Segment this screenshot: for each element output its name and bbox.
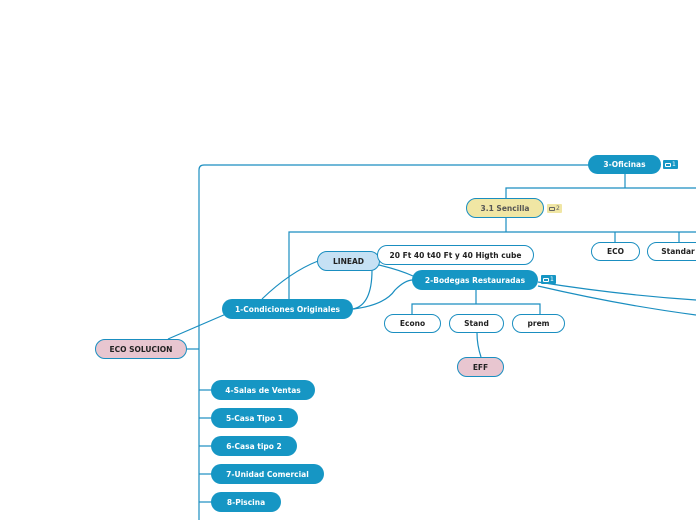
connector	[352, 269, 373, 310]
node-unidad-comercial[interactable]: 7-Unidad Comercial	[211, 464, 324, 484]
connector	[167, 313, 227, 340]
node-prem[interactable]: prem	[512, 314, 565, 333]
node-casa-tipo-1[interactable]: 5-Casa Tipo 1	[211, 408, 298, 428]
connector	[352, 279, 414, 310]
node-eco[interactable]: ECO	[591, 242, 640, 261]
comment-icon	[665, 162, 671, 167]
root-node[interactable]: ECO SOLUCION	[95, 339, 187, 359]
node-casa-tipo-2[interactable]: 6-Casa tipo 2	[211, 436, 297, 456]
node-linead[interactable]: LINEAD	[317, 251, 380, 271]
node-bodegas[interactable]: 2-Bodegas Restauradas	[412, 270, 538, 290]
connector	[505, 187, 696, 198]
connector	[537, 285, 696, 316]
connector	[537, 281, 696, 301]
node-standar[interactable]: Standar	[647, 242, 696, 261]
node-eff[interactable]: EFF	[457, 357, 504, 377]
connector	[411, 303, 541, 314]
comment-icon	[549, 206, 555, 211]
node-stand[interactable]: Stand	[449, 314, 504, 333]
comment-icon	[543, 277, 549, 282]
node-oficinas[interactable]: 3-Oficinas	[588, 155, 661, 174]
node-sencilla[interactable]: 3.1 Sencilla	[466, 198, 544, 218]
comment-badge-bodegas[interactable]: 1	[541, 275, 556, 284]
node-econo[interactable]: Econo	[384, 314, 441, 333]
connector	[476, 332, 482, 358]
connector	[261, 260, 319, 300]
node-condiciones[interactable]: 1-Condiciones Originales	[222, 299, 353, 319]
node-container-sizes[interactable]: 20 Ft 40 t40 Ft y 40 Higth cube	[377, 245, 534, 265]
comment-badge-oficinas[interactable]: 1	[663, 160, 678, 169]
node-salas[interactable]: 4-Salas de Ventas	[211, 380, 315, 400]
node-piscina[interactable]: 8-Piscina	[211, 492, 281, 512]
connector	[378, 264, 414, 277]
comment-badge-sencilla[interactable]: 2	[547, 204, 562, 213]
